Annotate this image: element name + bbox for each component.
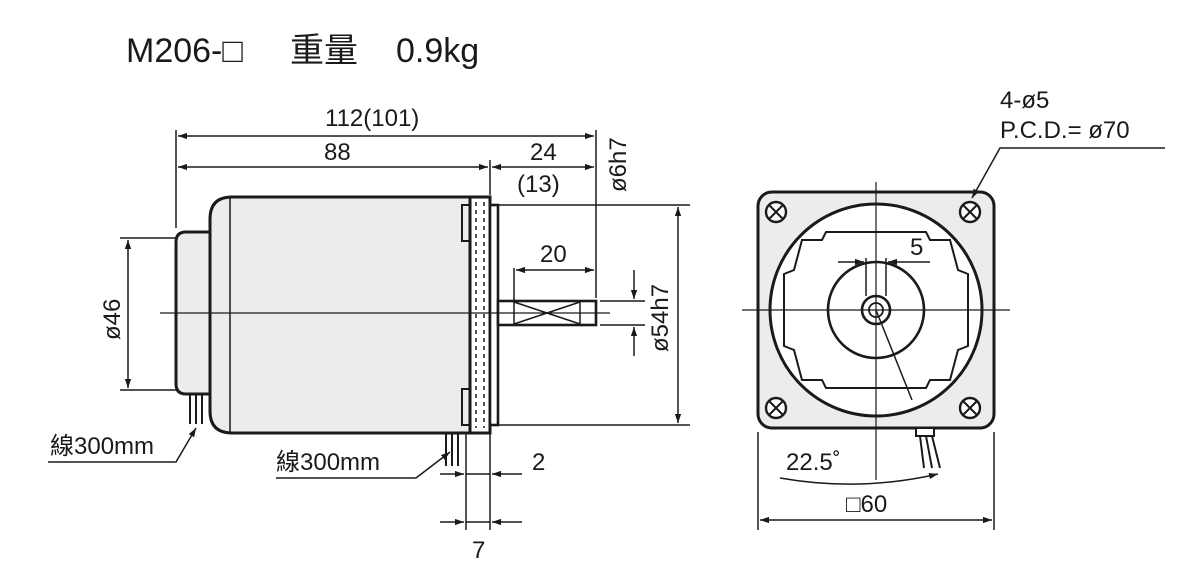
angle-ref-line — [875, 309, 913, 401]
rear-wire-label: 線300mm — [50, 433, 154, 460]
dim-flange-text: 2 — [532, 449, 545, 476]
dim-shaft-text: 24 — [530, 139, 557, 166]
pcd-text: P.C.D.= ø70 — [1000, 117, 1130, 144]
mounting-hole-tr — [958, 200, 982, 224]
flange — [468, 195, 492, 435]
dim-keyw-text: 5 — [910, 234, 923, 261]
mounting-holes-text: 4-ø5 — [1000, 87, 1049, 114]
dim-shaft-alt-text: (13) — [517, 171, 560, 198]
leader-rear-wire — [48, 427, 197, 463]
motor-body — [208, 195, 472, 435]
dim-pilot-text: ø54h7 — [647, 284, 674, 352]
side-view: 112(101) 88 24 (13) 20 2 7 線300mm 線300mm… — [48, 105, 690, 564]
dim-key-text: 20 — [540, 241, 567, 268]
dim-square-text: □60 — [846, 491, 887, 518]
front-lead-wires — [445, 433, 459, 466]
weight-value: 0.9kg — [396, 32, 479, 70]
dim-offset-text: 7 — [472, 537, 485, 564]
title-block: M206-□ 重量 0.9kg — [126, 32, 479, 70]
dim-overall-text: 112(101) — [325, 105, 419, 132]
angle-text: 22.5˚ — [786, 449, 841, 476]
flange-tab-bottom — [461, 388, 471, 426]
flange-tab-top — [461, 204, 471, 242]
dim-cap-text: ø46 — [99, 299, 126, 340]
front-view: 5 4-ø5 P.C.D.= ø70 22.5˚ □60 — [742, 87, 1165, 530]
front-wire-label: 線300mm — [276, 449, 380, 476]
leader-pcd — [971, 147, 1165, 199]
mounting-hole-bl — [764, 396, 788, 420]
front-view-lead-wires — [915, 427, 941, 469]
leader-front-wire — [276, 451, 451, 479]
model-number: M206-□ — [126, 32, 243, 70]
rear-lead-wires — [189, 394, 203, 424]
dim-body-text: 88 — [324, 139, 351, 166]
mounting-hole-br — [958, 396, 982, 420]
mounting-hole-tl — [764, 200, 788, 224]
angle-arc — [779, 472, 939, 485]
front-inner-profile — [783, 231, 969, 389]
dim-shaft-dia-text: ø6h7 — [605, 137, 632, 192]
weight-label: 重量 — [290, 32, 358, 70]
